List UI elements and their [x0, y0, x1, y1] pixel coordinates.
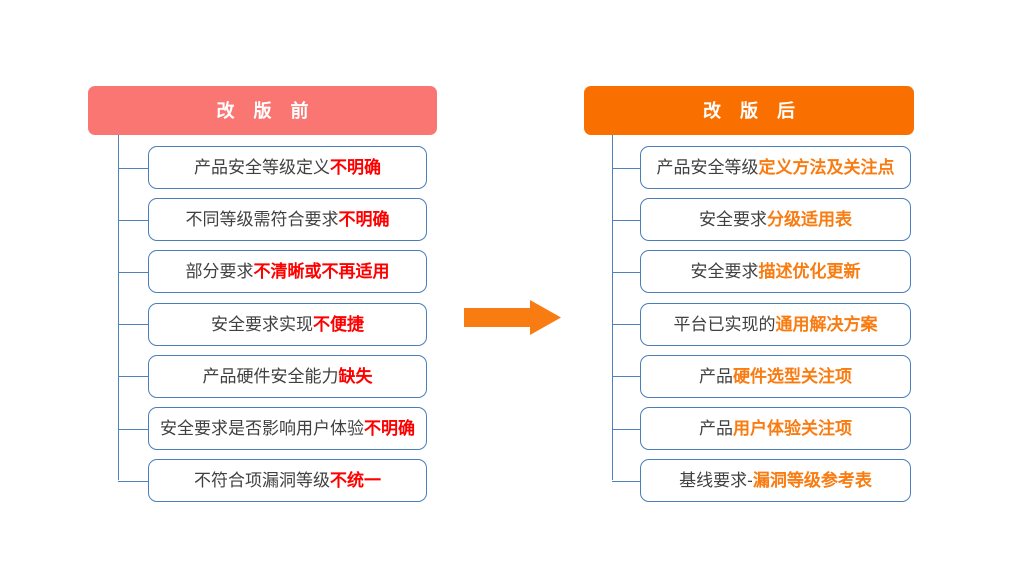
- connector-stub: [118, 324, 149, 326]
- connector-stub: [118, 167, 149, 169]
- node-label-plain: 安全要求: [690, 262, 759, 282]
- node-box[interactable]: 基线要求-漏洞等级参考表: [640, 459, 911, 503]
- node-label: 不符合项漏洞等级不统一: [194, 472, 381, 489]
- connector-stub: [612, 376, 641, 378]
- node-label-plain: 基线要求-: [679, 471, 753, 491]
- node-label-plain: 产品: [699, 419, 733, 438]
- node-label-highlight: 不清晰或不再适用: [253, 262, 390, 282]
- node-label-highlight: 分级适用表: [767, 210, 852, 230]
- connector-stub: [612, 324, 641, 326]
- node-label-plain: 产品安全等级定义: [194, 158, 330, 177]
- after-column: 改 版 后 产品安全等级定义方法及关注点安全要求分级适用表安全要求描述优化更新平…: [520, 0, 1030, 577]
- node-label: 安全要求实现不便捷: [211, 316, 364, 333]
- node-label-plain: 安全要求是否影响用户体验: [160, 419, 364, 438]
- connector-stub: [118, 376, 149, 378]
- node-box[interactable]: 产品硬件选型关注项: [640, 354, 911, 398]
- after-connector-trunk: [612, 135, 613, 480]
- node-label-highlight: 不明确: [338, 210, 390, 230]
- node-label: 安全要求描述优化更新: [691, 263, 861, 280]
- node-box[interactable]: 安全要求是否影响用户体验不明确: [148, 407, 427, 450]
- node-label: 安全要求分级适用表: [699, 211, 852, 228]
- node-label-plain: 安全要求实现: [211, 314, 313, 334]
- connector-stub: [118, 271, 149, 273]
- node-label-highlight: 不便捷: [313, 314, 364, 334]
- after-header-banner: 改 版 后: [584, 86, 914, 135]
- node-box[interactable]: 部分要求不清晰或不再适用: [148, 250, 427, 294]
- node-box[interactable]: 安全要求实现不便捷: [148, 302, 427, 346]
- node-label-highlight: 硬件选型关注项: [733, 366, 852, 386]
- connector-stub: [612, 167, 641, 169]
- node-label: 不同等级需符合要求不明确: [186, 211, 390, 228]
- before-connector-trunk: [118, 135, 119, 480]
- node-label: 基线要求-漏洞等级参考表: [679, 472, 872, 489]
- connector-stub: [612, 428, 641, 430]
- node-box[interactable]: 产品安全等级定义方法及关注点: [640, 146, 911, 189]
- node-label-highlight: 不明确: [330, 158, 381, 177]
- connector-stub: [612, 219, 641, 221]
- transition-arrow: [464, 300, 564, 336]
- node-label-highlight: 不明确: [364, 419, 415, 438]
- node-label-highlight: 漏洞等级参考表: [752, 471, 872, 491]
- right-arrow-icon: [464, 300, 561, 335]
- before-column: 改 版 前 产品安全等级定义不明确不同等级需符合要求不明确部分要求不清晰或不再适…: [88, 86, 437, 503]
- node-label: 产品硬件安全能力缺失: [203, 368, 373, 385]
- connector-stub: [118, 428, 149, 430]
- before-header-banner: 改 版 前: [88, 86, 437, 135]
- node-label-highlight: 通用解决方案: [775, 314, 878, 334]
- node-box[interactable]: 不符合项漏洞等级不统一: [148, 459, 427, 503]
- node-box[interactable]: 产品安全等级定义不明确: [148, 146, 427, 189]
- connector-stub: [118, 219, 149, 221]
- node-label-highlight: 定义方法及关注点: [758, 158, 895, 177]
- node-label-plain: 不同等级需符合要求: [185, 210, 339, 230]
- node-label: 产品用户体验关注项: [699, 420, 852, 437]
- node-label-plain: 产品硬件安全能力: [202, 366, 339, 386]
- node-label: 安全要求是否影响用户体验不明确: [160, 420, 415, 437]
- node-label-highlight: 缺失: [338, 366, 373, 386]
- node-box[interactable]: 平台已实现的通用解决方案: [640, 302, 911, 346]
- connector-stub: [612, 480, 641, 482]
- node-label-plain: 产品: [699, 366, 733, 386]
- node-label: 平台已实现的通用解决方案: [674, 316, 878, 333]
- connector-stub: [612, 271, 641, 273]
- connector-stub: [118, 480, 149, 482]
- node-box[interactable]: 产品用户体验关注项: [640, 407, 911, 450]
- node-label: 产品安全等级定义不明确: [194, 159, 381, 176]
- node-box[interactable]: 产品硬件安全能力缺失: [148, 354, 427, 398]
- node-box[interactable]: 安全要求分级适用表: [640, 198, 911, 242]
- node-label-highlight: 描述优化更新: [758, 262, 861, 282]
- node-label-highlight: 用户体验关注项: [733, 419, 852, 438]
- before-header-label: 改 版 前: [216, 100, 316, 121]
- after-header-label: 改 版 后: [702, 100, 802, 121]
- node-box[interactable]: 安全要求描述优化更新: [640, 250, 911, 294]
- node-box[interactable]: 不同等级需符合要求不明确: [148, 198, 427, 242]
- node-label-plain: 平台已实现的: [673, 314, 776, 334]
- node-label-highlight: 不统一: [330, 471, 381, 491]
- node-label-plain: 部分要求: [185, 262, 254, 282]
- node-label-plain: 不符合项漏洞等级: [194, 471, 330, 491]
- node-label: 产品硬件选型关注项: [699, 368, 852, 385]
- node-label: 部分要求不清晰或不再适用: [186, 263, 390, 280]
- node-label: 产品安全等级定义方法及关注点: [657, 159, 895, 176]
- node-label-plain: 安全要求: [699, 210, 767, 230]
- node-label-plain: 产品安全等级: [656, 158, 759, 177]
